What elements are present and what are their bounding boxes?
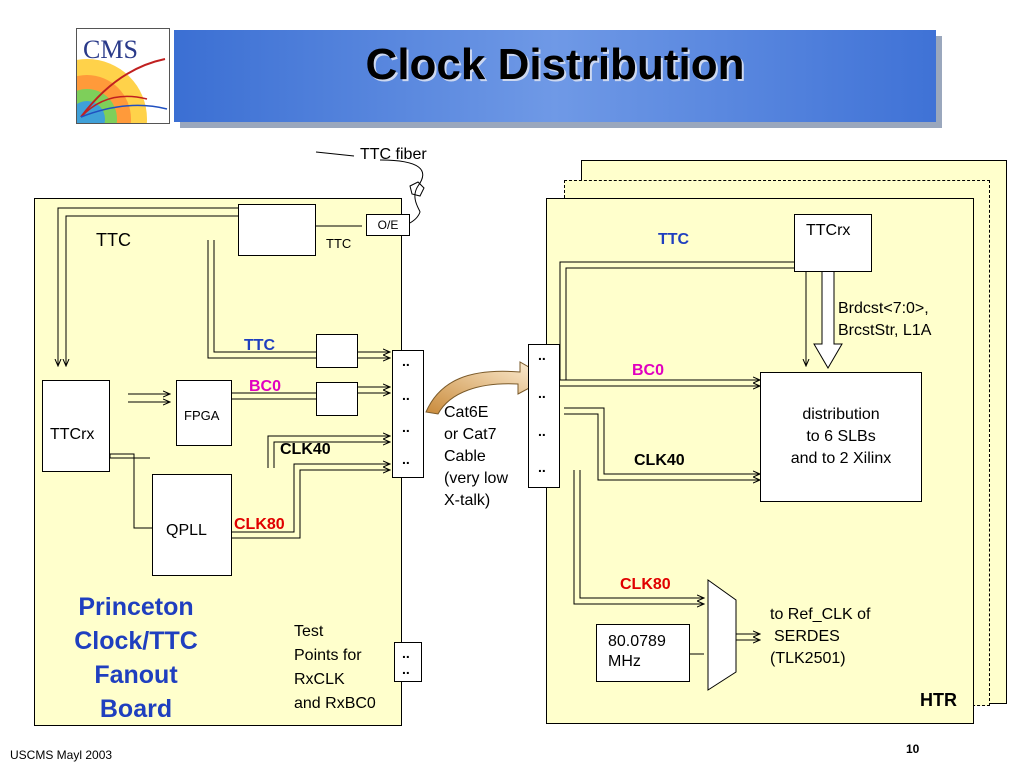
- right-connector-pin-1: ..: [538, 347, 546, 363]
- cable-line: Cable: [444, 448, 486, 465]
- board-name-line: Clock/TTC: [74, 627, 198, 655]
- distribution-line: and to 2 Xilinx: [790, 450, 892, 467]
- ttc-small-label: TTC: [326, 236, 352, 251]
- ttc-fiber-label: TTC fiber: [360, 146, 427, 163]
- right-connector-pin-3: ..: [538, 423, 546, 439]
- ttcrx-right-label: TTCrx: [806, 222, 851, 239]
- logo-text: CMS: [83, 35, 138, 64]
- fpga-chip: [176, 380, 232, 446]
- test-points-line: RxCLK: [294, 671, 345, 688]
- slide-title: Clock Distribution: [365, 40, 745, 89]
- right-connector: [528, 344, 560, 488]
- right-connector-pin-4: ..: [538, 459, 546, 475]
- ttcrx-left-label: TTCrx: [50, 426, 95, 443]
- htr-label: HTR: [920, 690, 957, 710]
- distribution-line: distribution: [802, 406, 880, 423]
- ttc-buffer: [316, 334, 358, 368]
- oe-converter: O/E: [366, 214, 410, 236]
- right-connector-pin-2: ..: [538, 385, 546, 401]
- serdes-line: SERDES: [774, 628, 840, 645]
- board-name-line: Fanout: [94, 661, 178, 689]
- osc-line: 80.0789: [608, 633, 666, 650]
- distribution-block: [760, 372, 922, 502]
- clk40-right-label: CLK40: [634, 452, 685, 469]
- cms-logo-graphic: [77, 58, 168, 123]
- cable-note: Cat6E or Cat7 Cable (very low X-talk): [444, 402, 508, 512]
- qpll-chip: [152, 474, 232, 576]
- cable-line: (very low: [444, 470, 509, 487]
- ttcrx-chip-left: [42, 380, 110, 472]
- brdcst-note: Brdcst<7:0>, BrcstStr, L1A: [838, 298, 931, 342]
- brdcst-line: Brdcst<7:0>,: [838, 300, 929, 317]
- ttc-right-label: TTC: [658, 231, 690, 248]
- test-points-line: Test: [294, 623, 324, 640]
- cable-line: or Cat7: [444, 426, 497, 443]
- qpll-label: QPLL: [166, 522, 207, 539]
- bc0-buffer: [316, 382, 358, 416]
- cms-logo: CMS: [76, 28, 170, 124]
- distribution-line: to 6 SLBs: [806, 428, 876, 445]
- ttc-signal-label: TTC: [244, 337, 276, 354]
- ttcrx-chip-right: [794, 214, 872, 272]
- serdes-line: to Ref_CLK of: [770, 606, 871, 623]
- title-bar: [174, 30, 936, 122]
- test-point-pin-2: ..: [402, 661, 410, 677]
- clk40-left-label: CLK40: [280, 441, 331, 458]
- left-connector-pin-3: ..: [402, 419, 410, 435]
- brdcst-line: BrcstStr, L1A: [838, 322, 932, 339]
- board-name: Princeton Clock/TTC Fanout Board: [56, 590, 216, 726]
- footer-text: USCMS Mayl 2003: [10, 748, 113, 762]
- bc0-signal-label: BC0: [249, 378, 282, 395]
- left-connector: [392, 350, 424, 478]
- bc0-right-label: BC0: [632, 362, 665, 379]
- clk80-left-label: CLK80: [234, 516, 285, 533]
- osc-line: MHz: [608, 653, 641, 670]
- test-points-line: and RxBC0: [294, 695, 376, 712]
- left-connector-pin-2: ..: [402, 387, 410, 403]
- test-point-connector: [394, 642, 422, 682]
- board-name-line: Board: [99, 695, 173, 723]
- left-connector-pin-4: ..: [402, 451, 410, 467]
- ttc-label: TTC: [96, 230, 131, 250]
- cable-line: X-talk): [444, 492, 491, 509]
- oscillator-text: 80.0789 MHz: [608, 632, 666, 672]
- serdes-note: to Ref_CLK of SERDES (TLK2501): [770, 604, 871, 670]
- test-points-line: Points for: [294, 647, 362, 664]
- serdes-line: (TLK2501): [770, 650, 846, 667]
- clk80-right-label: CLK80: [620, 576, 671, 593]
- oscillator: [596, 624, 690, 682]
- ttc-receiver-box: [238, 204, 316, 256]
- cable-line: Cat6E: [444, 404, 489, 421]
- test-point-pin-1: ..: [402, 645, 410, 661]
- fpga-label: FPGA: [184, 408, 220, 423]
- distribution-text: distribution to 6 SLBs and to 2 Xilinx: [760, 404, 922, 470]
- left-connector-pin-1: ..: [402, 353, 410, 369]
- test-points-note: Test Points for RxCLK and RxBC0: [294, 620, 376, 716]
- board-name-line: Princeton: [78, 593, 194, 621]
- page-number: 10: [906, 742, 920, 756]
